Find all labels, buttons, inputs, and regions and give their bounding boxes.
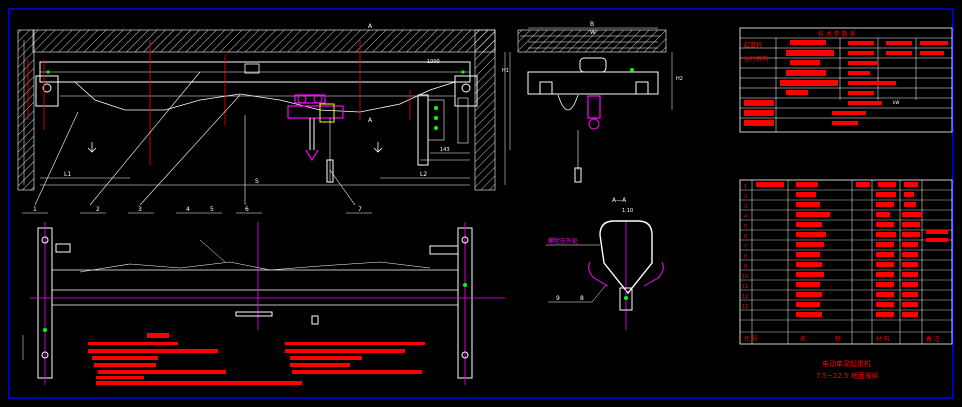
dim-h2: H2	[676, 76, 683, 82]
elevation-view: S L1 L2 143 1000 A A 1 2 3 4 5 6 7	[17, 23, 506, 214]
ceiling-hatch	[32, 29, 496, 53]
dim-l1: L1	[64, 171, 71, 178]
dim-w: W	[590, 29, 596, 36]
section-label: A—A	[612, 197, 627, 204]
dim-span: S	[255, 178, 259, 185]
dim-b: B	[590, 21, 594, 28]
parts-footer-remarks: 备 注	[926, 335, 940, 343]
view-mark-a-mid: A	[368, 117, 373, 124]
drawing-title: 电动单梁起重机	[822, 359, 871, 368]
parts-footer-name-1: 名	[800, 335, 806, 343]
spec-table: 技 术 参 数 表 起重机 运行机构 kW	[739, 27, 953, 133]
section-callout-9: 9	[556, 295, 560, 302]
section-scale: 1:10	[622, 208, 633, 214]
part-no-7: 7	[744, 244, 747, 250]
right-wall-hatch	[474, 29, 496, 191]
callout-2: 2	[96, 206, 100, 213]
spec-table-header: 技 术 参 数 表	[818, 30, 856, 38]
dim-h1: H1	[502, 68, 509, 74]
part-no-4: 4	[744, 214, 747, 220]
side-girder	[527, 71, 659, 95]
drawing-subtitle: 7.5~22.5 地面操纵	[816, 371, 879, 380]
callout-6: 6	[245, 206, 249, 213]
girder-truss	[74, 81, 456, 113]
view-mark-a-top: A	[368, 23, 373, 30]
section-callout-8: 8	[580, 295, 584, 302]
callout-1: 1	[33, 206, 37, 213]
spec-row-travel: 运行机构	[744, 55, 768, 63]
part-no-5: 5	[744, 224, 747, 230]
part-no-11: 11	[742, 284, 748, 290]
callout-4: 4	[186, 206, 190, 213]
dim-l2: L2	[420, 171, 427, 178]
part-no-6: 6	[744, 234, 747, 240]
parts-footer-code: 代 号	[744, 335, 758, 343]
part-no-9: 9	[744, 264, 747, 270]
section-beam-outline	[599, 220, 653, 295]
callouts: 1 2 3 4 5 6 7	[22, 206, 372, 214]
hoist	[287, 94, 344, 183]
spec-row-crane: 起重机	[744, 41, 762, 49]
callout-7: 7	[358, 206, 362, 213]
parts-footer-material: 材 料	[876, 335, 890, 343]
support-column	[417, 94, 429, 166]
part-no-1: 1	[744, 184, 747, 190]
parts-footer-name-2: 称	[835, 335, 841, 343]
spec-units-label: kW	[893, 100, 899, 105]
part-no-8: 8	[744, 254, 747, 260]
part-no-2: 2	[744, 194, 747, 200]
plan-view	[22, 222, 505, 385]
part-no-3: 3	[744, 204, 747, 210]
dim-d1: 1000	[427, 59, 440, 65]
dim-d2: 143	[440, 147, 450, 153]
part-no-13: 13	[742, 304, 748, 310]
part-no-12: 12	[742, 294, 748, 300]
callout-5: 5	[210, 206, 214, 213]
side-view: B W H1 H2	[502, 21, 683, 183]
parts-table: 1 2 3 4 5 6 7 8 9 10 11 12 13	[739, 179, 953, 345]
drawing-frame	[8, 8, 954, 399]
end-carriage-left	[35, 75, 59, 107]
end-carriage-right	[454, 75, 478, 107]
section-a-a: A—A 1:10 螺栓在外处 9 8	[546, 197, 664, 330]
callout-3: 3	[138, 206, 142, 213]
part-no-10: 10	[742, 274, 748, 280]
section-note: 螺栓在外处	[548, 237, 578, 245]
left-wall-hatch	[17, 29, 35, 191]
